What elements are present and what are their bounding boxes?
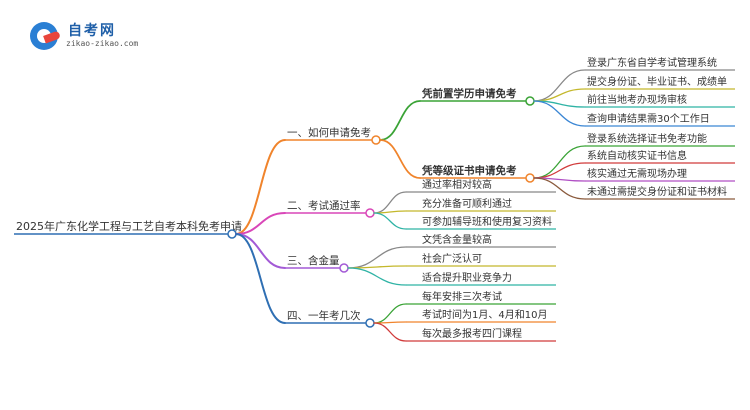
subbranch-node: 凭等级证书申请免考 — [421, 164, 517, 177]
leaf-node: 系统自动核实证书信息 — [587, 149, 687, 162]
leaf-connector — [347, 246, 407, 269]
branch-node: 三、含金量 — [287, 254, 340, 267]
subbranch-node-dot — [525, 96, 535, 106]
leaf-node: 文凭含金量较高 — [422, 233, 492, 246]
leaf-connector — [533, 162, 586, 179]
leaf-node: 未通过需提交身份证和证书材料 — [587, 185, 727, 198]
leaf-connector — [533, 88, 586, 102]
leaf-node: 登录系统选择证书免考功能 — [587, 132, 707, 145]
subbranch-node-dot — [525, 173, 535, 183]
leaf-node: 查询申请结果需30个工作日 — [587, 112, 710, 125]
leaf-node: 每次最多报考四门课程 — [422, 327, 522, 340]
leaf-node: 登录广东省自学考试管理系统 — [587, 56, 717, 69]
subbranch-connector — [379, 139, 421, 179]
leaf-node: 提交身份证、毕业证书、成绩单 — [587, 75, 727, 88]
leaf-connector — [373, 212, 407, 230]
branch-node: 一、如何申请免考 — [287, 126, 371, 139]
branch-node: 四、一年考几次 — [287, 309, 361, 322]
logo-subtitle: zikao-zikao.com — [66, 39, 139, 48]
root-node: 2025年广东化学工程与工艺自考本科免考申请 — [16, 219, 242, 233]
leaf-connector — [533, 145, 586, 179]
leaf-connector — [347, 267, 407, 286]
leaf-connector — [373, 322, 407, 342]
leaf-node: 社会广泛认可 — [422, 252, 482, 265]
logo-title: 自考网 — [68, 23, 116, 39]
branch-node-dot — [365, 208, 375, 218]
leaf-node: 可参加辅导班和使用复习资料 — [422, 215, 552, 228]
leaf-connector — [533, 69, 586, 102]
leaf-node: 考试时间为1月、4月和10月 — [422, 308, 547, 321]
leaf-connector — [373, 303, 407, 324]
subbranch-connector — [379, 100, 421, 141]
site-logo[interactable]: 自考网 zikao-zikao.com — [30, 20, 180, 52]
subbranch-node: 凭前置学历申请免考 — [421, 87, 517, 100]
leaf-node: 适合提升职业竞争力 — [422, 271, 512, 284]
leaf-node: 每年安排三次考试 — [422, 290, 502, 303]
branch-node-dot — [365, 318, 375, 328]
root-node-dot — [227, 229, 237, 239]
leaf-node: 前往当地考办现场审核 — [587, 93, 687, 106]
leaf-connector — [373, 191, 407, 214]
leaf-connector — [533, 177, 586, 200]
branch-connector — [235, 139, 286, 235]
branch-node-dot — [339, 263, 349, 273]
branch-node: 二、考试通过率 — [287, 199, 361, 212]
leaf-node: 通过率相对较高 — [422, 178, 492, 191]
leaf-node: 充分准备可顺利通过 — [422, 197, 512, 210]
branch-node-dot — [371, 135, 381, 145]
branch-connector — [235, 233, 286, 324]
leaf-connector — [533, 100, 586, 127]
branch-connector — [235, 233, 286, 269]
leaf-node: 核实通过无需现场办理 — [587, 167, 687, 180]
branch-connector — [235, 212, 286, 235]
